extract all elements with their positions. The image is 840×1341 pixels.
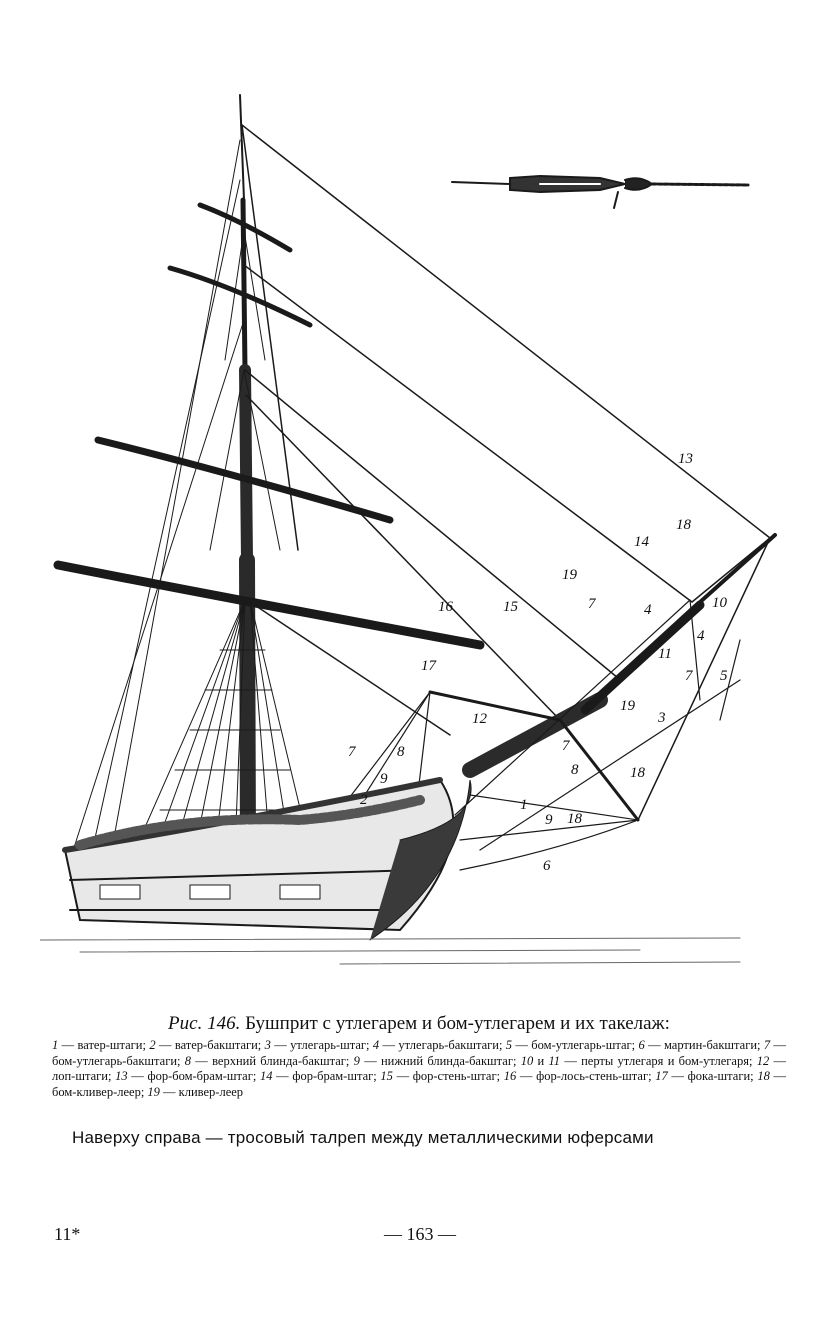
legend-text: — перты утлегаря и бом-утлегаря; xyxy=(560,1053,757,1068)
hull xyxy=(62,777,472,941)
callout-labels: 13 18 14 19 10 16 15 7 4 4 11 7 5 17 12 … xyxy=(348,451,728,874)
legend-number: 5 xyxy=(505,1038,513,1052)
caption-title-text: Бушприт с утлегарем и бом-утлегарем и их… xyxy=(240,1013,670,1034)
legend-number: 10 xyxy=(520,1053,534,1068)
callout-8: 8 xyxy=(397,744,405,760)
callout-7: 7 xyxy=(588,596,597,612)
callout-3: 3 xyxy=(657,710,666,726)
callout-14: 14 xyxy=(634,534,650,550)
legend-number: 1 xyxy=(52,1038,59,1052)
legend-text: — утлегарь-бакштаги; xyxy=(379,1038,506,1052)
legend-text: — фор-стень-штаг; xyxy=(392,1069,504,1083)
legend-number: 17 xyxy=(655,1069,668,1083)
fore-stays xyxy=(241,124,771,821)
legend-number: 16 xyxy=(503,1069,517,1083)
legend-number: 7 xyxy=(763,1038,771,1052)
legend-text: — ватер-бакштаги; xyxy=(155,1038,265,1052)
figure-caption: Рис. 146. Бушприт с утлегарем и бом-утле… xyxy=(52,1012,786,1100)
legend-text: — утлегарь-штаг; xyxy=(270,1038,373,1052)
callout-19: 19 xyxy=(562,567,578,583)
legend-text: — фор-бом-брам-штаг; xyxy=(127,1069,260,1083)
page-number: — 163 — xyxy=(384,1224,456,1244)
callout-9: 9 xyxy=(545,812,553,828)
legend-number: 4 xyxy=(372,1038,380,1052)
callout-6: 6 xyxy=(543,858,551,874)
legend-number: 11 xyxy=(548,1053,561,1068)
legend-number: 2 xyxy=(149,1038,156,1052)
callout-16: 16 xyxy=(438,599,454,615)
legend-text: — бом-утлегарь-штаг; xyxy=(512,1038,639,1052)
callout-12: 12 xyxy=(472,711,488,727)
ship-rigging-illustration: 13 18 14 19 10 16 15 7 4 4 11 7 5 17 12 … xyxy=(40,80,800,1000)
legend-number: 19 xyxy=(147,1084,160,1099)
legend-number: 8 xyxy=(184,1053,192,1068)
legend-number: 6 xyxy=(638,1038,645,1052)
signature-mark: 11* xyxy=(54,1224,81,1244)
legend-text: — верхний блинда-бакштаг; xyxy=(191,1053,354,1068)
head-rigging xyxy=(329,599,741,871)
legend-text: — фор-брам-штаг; xyxy=(272,1069,381,1083)
lanyard-inset xyxy=(451,174,750,209)
callout-4: 4 xyxy=(697,628,705,644)
legend-number: 14 xyxy=(259,1069,273,1083)
callout-9: 9 xyxy=(380,771,388,787)
legend-number: 13 xyxy=(115,1069,128,1083)
sea xyxy=(40,937,741,965)
legend-text: — фока-штаги; xyxy=(667,1069,758,1083)
figure-drawing: 13 18 14 19 10 16 15 7 4 4 11 7 5 17 12 … xyxy=(40,94,777,965)
callout-17: 17 xyxy=(421,658,438,674)
legend-number: 9 xyxy=(353,1053,360,1068)
legend-text: — кливер-леер xyxy=(159,1084,244,1099)
callout-8: 8 xyxy=(571,762,579,778)
callout-11: 11 xyxy=(658,646,672,662)
legend-text: — мартин-бакштаги; xyxy=(644,1038,764,1052)
callout-10: 10 xyxy=(712,595,728,611)
legend-text: — лоп-штаги; xyxy=(52,1053,786,1084)
caption-note: Наверху справа — тросовый талреп между м… xyxy=(72,1128,654,1147)
callout-19: 19 xyxy=(620,698,636,714)
legend-text: — фор-лось-стень-штаг; xyxy=(516,1069,656,1083)
legend-text: — ватер-штаги; xyxy=(58,1038,150,1052)
caption-title: Рис. 146. Бушприт с утлегарем и бом-утле… xyxy=(52,1012,786,1036)
callout-2: 2 xyxy=(360,792,368,808)
callout-18: 18 xyxy=(630,765,646,781)
callout-7: 7 xyxy=(562,738,571,754)
shrouds xyxy=(134,229,311,851)
callout-15: 15 xyxy=(503,599,519,615)
legend-text: и xyxy=(533,1053,549,1068)
legend-text: — бом-кливер-леер; xyxy=(52,1069,787,1099)
legend-number: 12 xyxy=(756,1053,770,1068)
callout-18: 18 xyxy=(567,811,583,827)
legend-text: — бом-утлегарь-бакштаги; xyxy=(52,1038,786,1068)
callout-18: 18 xyxy=(676,517,692,533)
callout-5: 5 xyxy=(720,668,728,684)
foremast xyxy=(239,94,256,858)
legend-number: 18 xyxy=(757,1069,770,1083)
callout-4: 4 xyxy=(644,602,652,618)
legend-number: 3 xyxy=(264,1038,271,1052)
legend-text: — нижний блинда-бакштаг; xyxy=(359,1053,521,1068)
callout-7: 7 xyxy=(685,668,694,684)
backstays xyxy=(69,139,245,871)
callout-1: 1 xyxy=(520,797,528,813)
callout-7: 7 xyxy=(348,744,357,760)
caption-legend: 1 — ватер-штаги; 2 — ватер-бакштаги; 3 —… xyxy=(52,1038,786,1100)
callout-13: 13 xyxy=(678,451,693,467)
figure-number: Рис. 146. xyxy=(168,1013,241,1034)
legend-number: 15 xyxy=(380,1069,393,1083)
bowsprit xyxy=(428,533,777,822)
yards xyxy=(53,202,485,650)
